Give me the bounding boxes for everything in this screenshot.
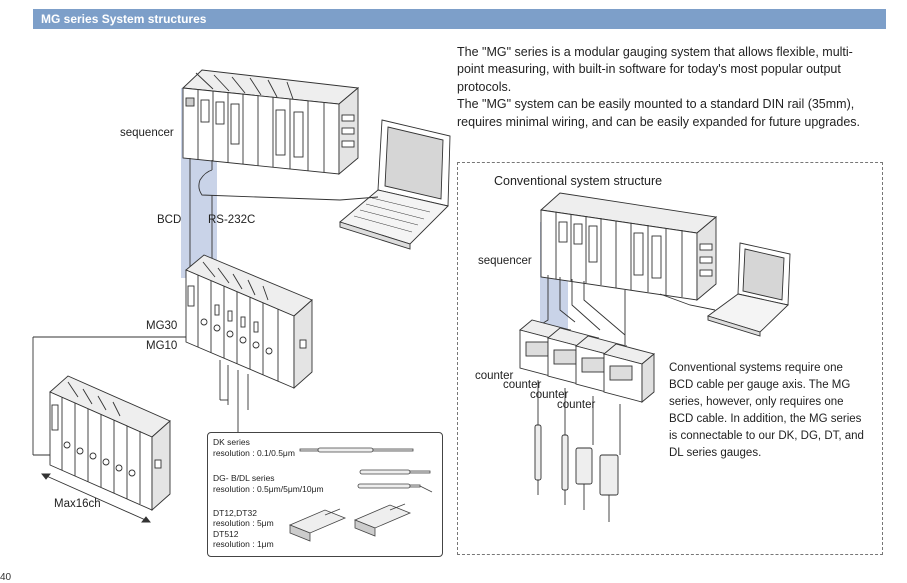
counter-label-1: counter xyxy=(475,370,514,382)
sequencer-rack xyxy=(181,69,360,175)
counter-label-2: counter xyxy=(503,379,542,391)
dt-resolution: resolution : 5μm xyxy=(213,518,274,528)
rs232-label: RS-232C xyxy=(208,214,256,226)
conventional-description: Conventional systems require one BCD cab… xyxy=(669,362,864,459)
intro-paragraph-2: The "MG" system can be easily mounted to… xyxy=(457,97,861,129)
dk-resolution: resolution : 0.1/0.5μm xyxy=(213,448,295,458)
max16ch-arrow xyxy=(41,473,151,523)
section-header: MG series System structures xyxy=(33,9,886,29)
dk-name: DK series xyxy=(213,437,250,447)
intro-paragraph-1: The "MG" series is a modular gauging sys… xyxy=(457,45,853,94)
dg-resolution: resolution : 0.5μm/5μm/10μm xyxy=(213,484,324,494)
sequencer-label: sequencer xyxy=(120,127,174,139)
conv-laptop xyxy=(707,242,791,337)
mg30-label: MG30 xyxy=(146,320,178,332)
gauge-drawings xyxy=(288,447,433,542)
counter-label-3: counter xyxy=(530,389,569,401)
counter-label-4: counter xyxy=(557,399,596,411)
conventional-title: Conventional system structure xyxy=(494,174,663,188)
gauge-box xyxy=(207,432,443,557)
conv-counters xyxy=(519,319,655,403)
dg-name: DG- B/DL series xyxy=(213,473,275,483)
page-number: 40 xyxy=(0,572,12,583)
laptop-main xyxy=(339,119,451,250)
section-title: MG series System structures xyxy=(41,12,207,26)
conv-sequencer-label: sequencer xyxy=(478,255,532,267)
intro-text: The "MG" series is a modular gauging sys… xyxy=(457,44,877,131)
mg-module-rack xyxy=(185,254,313,390)
dt512-resolution: resolution : 1μm xyxy=(213,539,274,549)
conventional-box xyxy=(457,162,883,555)
conv-gauges xyxy=(534,424,619,522)
dt512-name: DT512 xyxy=(213,529,239,539)
max16ch-label: Max16ch xyxy=(54,498,101,510)
conv-sequencer-rack xyxy=(539,192,718,301)
expansion-rack xyxy=(49,375,171,512)
dt-name: DT12,DT32 xyxy=(213,508,257,518)
mg10-label: MG10 xyxy=(146,340,178,352)
bcd-label: BCD xyxy=(157,214,182,226)
